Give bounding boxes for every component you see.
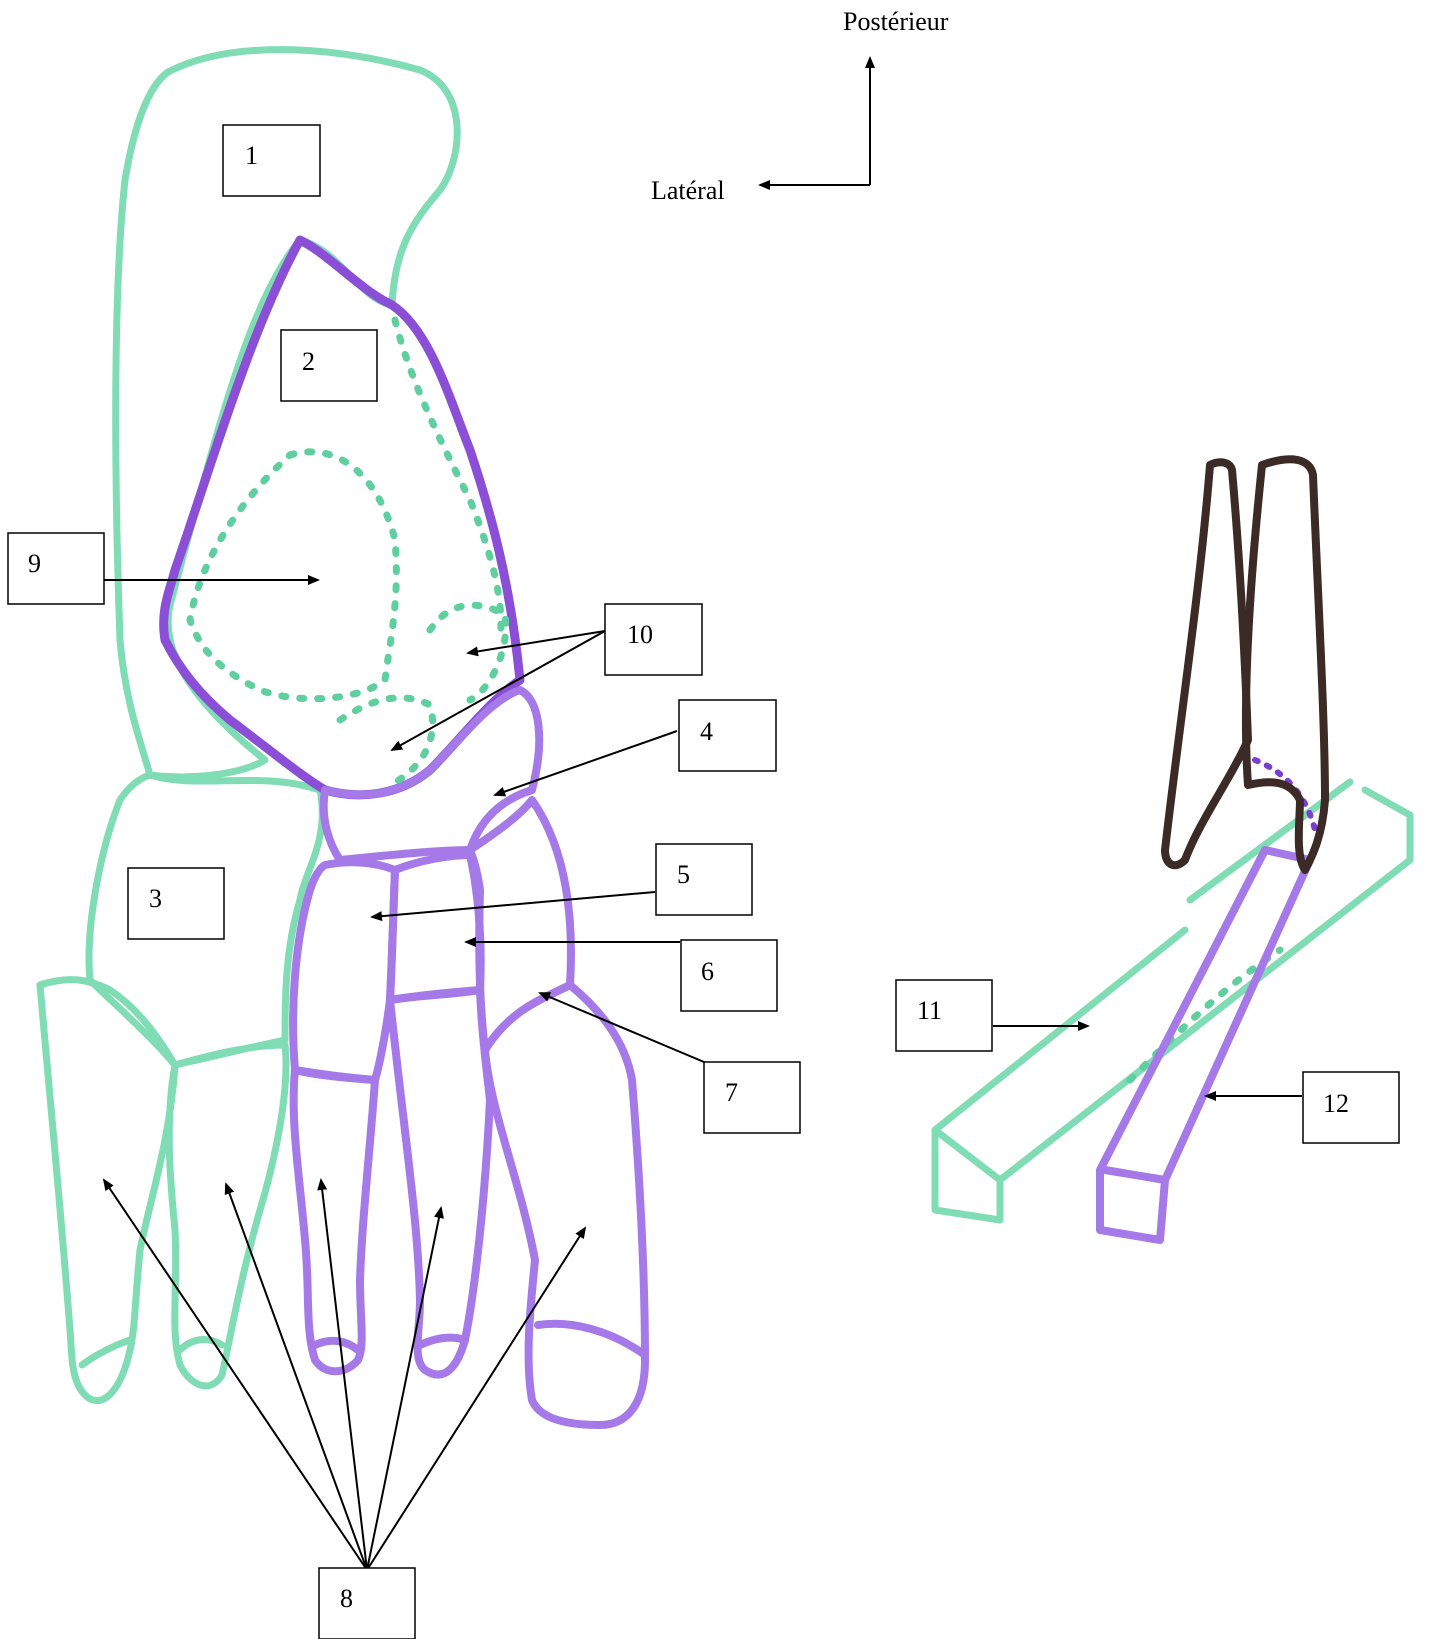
metatarsal-1-head — [538, 1324, 645, 1355]
talus-dotted-10a — [430, 605, 506, 700]
label-8-text: 8 — [340, 1584, 353, 1613]
label-11-text: 11 — [917, 996, 942, 1025]
label-11: 11 — [896, 980, 992, 1051]
label-10-text: 10 — [627, 620, 653, 649]
label-1: 1 — [223, 125, 320, 196]
label-10: 10 — [605, 604, 702, 675]
label-3-text: 3 — [149, 884, 162, 913]
metatarsal-4-outline — [169, 1045, 286, 1386]
posterior-label: Postérieur — [843, 7, 949, 36]
label-12: 12 — [1303, 1072, 1399, 1143]
label-3: 3 — [128, 868, 224, 939]
arrow-5 — [372, 892, 655, 917]
label-5: 5 — [656, 844, 752, 915]
label-9-text: 9 — [28, 549, 41, 578]
metatarsal-1-outline — [485, 985, 645, 1425]
label-12-text: 12 — [1323, 1089, 1349, 1118]
label-2-text: 2 — [302, 347, 315, 376]
purple-bar-dotted — [1255, 760, 1315, 830]
label-4-text: 4 — [700, 717, 713, 746]
purple-bar-outline — [1100, 850, 1310, 1240]
label-6-text: 6 — [701, 957, 714, 986]
arrow-4 — [495, 731, 677, 795]
metatarsal-5-head — [82, 1340, 130, 1365]
metatarsal-2-outline — [390, 990, 490, 1375]
arrow-8d — [367, 1208, 441, 1570]
label-9: 9 — [8, 533, 104, 604]
orientation-indicator: Postérieur Latéral — [651, 7, 949, 205]
talus-dotted-facet — [190, 452, 396, 699]
lateral-cuneiform-outline — [293, 862, 395, 1080]
arrow-8b — [226, 1184, 367, 1570]
metatarsal-3-head — [315, 1341, 358, 1350]
talus-dotted-10b — [340, 698, 433, 785]
label-8: 8 — [319, 1568, 415, 1639]
metatarsal-3-outline — [294, 1070, 375, 1371]
talus-outline — [164, 240, 520, 795]
talus-dotted-lateral — [395, 320, 501, 640]
label-1-text: 1 — [245, 141, 258, 170]
brown-tong-left — [1165, 462, 1248, 865]
label-2: 2 — [281, 330, 377, 401]
intermediate-cuneiform-outline — [390, 855, 481, 1000]
label-6: 6 — [681, 940, 777, 1011]
lateral-label: Latéral — [651, 176, 725, 205]
label-4: 4 — [679, 700, 776, 771]
label-7: 7 — [704, 1062, 800, 1133]
metatarsal-2-head — [420, 1338, 465, 1345]
label-5-text: 5 — [677, 860, 690, 889]
label-7-text: 7 — [725, 1078, 738, 1107]
